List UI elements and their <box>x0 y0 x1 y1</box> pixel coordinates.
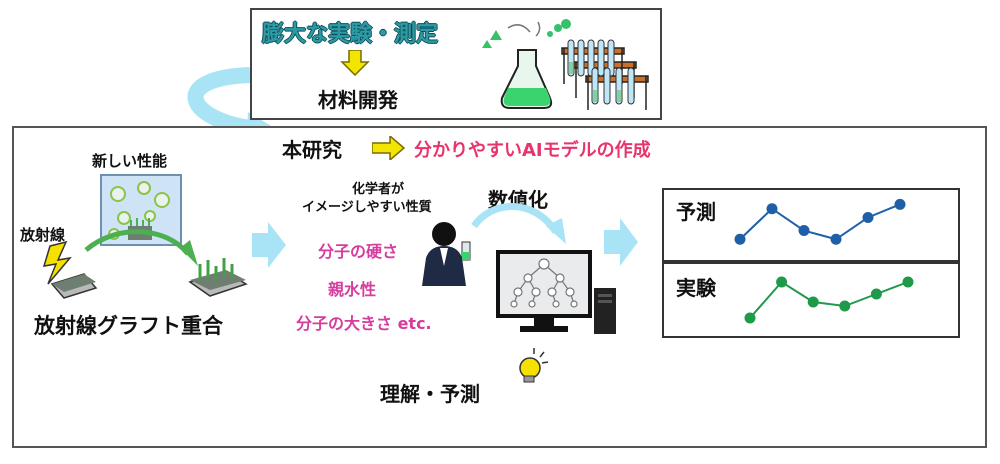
experiment-data-point <box>744 312 756 324</box>
chemist-icon <box>422 222 471 286</box>
top-result: 材料開発 <box>318 88 398 112</box>
research-goal: 分かりやすいAIモデルの作成 <box>414 140 651 161</box>
property-3: 分子の大きさ etc. <box>296 314 432 333</box>
predict-data-point <box>894 198 906 210</box>
predict-data-point <box>798 225 810 237</box>
top-curve-arrow <box>187 67 252 136</box>
experiment-series-line <box>749 280 909 319</box>
radiation-label: 放射線 <box>20 226 66 244</box>
predict-title: 予測 <box>676 200 716 224</box>
predict-data-point <box>830 233 842 245</box>
property-2: 親水性 <box>328 280 377 299</box>
experiment-data-point <box>807 296 819 308</box>
down-arrow-icon <box>340 50 370 76</box>
block-arrow-1 <box>252 222 286 268</box>
research-label: 本研究 <box>282 138 342 162</box>
chemist-label-line2: イメージしやすい性質 <box>302 200 432 215</box>
lightbulb-icon <box>519 348 549 383</box>
grafted-surface-icon <box>188 258 248 297</box>
understand-predict-label: 理解・予測 <box>380 382 480 406</box>
property-1: 分子の硬さ <box>318 242 399 261</box>
predict-data-point <box>734 233 746 245</box>
experiment-data-point <box>902 276 914 288</box>
computer-icon <box>496 250 616 334</box>
experiment-data-point <box>839 300 851 312</box>
chemist-label-line1: 化学者が <box>351 182 404 197</box>
predict-plot <box>662 188 960 262</box>
predict-series-line <box>739 203 901 241</box>
new-performance-label: 新しい性能 <box>92 152 168 170</box>
top-title: 膨大な実験・測定 <box>262 22 439 47</box>
predict-data-point <box>766 203 778 215</box>
green-flow-arrow <box>84 229 198 266</box>
experiment-data-point <box>776 276 788 288</box>
right-arrow-icon <box>372 136 406 160</box>
block-arrow-2 <box>604 218 638 266</box>
experiment-data-point <box>870 288 882 300</box>
experiment-title: 実験 <box>676 276 716 300</box>
lightning-icon <box>42 240 98 299</box>
digitize-arrow <box>471 203 566 244</box>
predict-data-point <box>862 211 874 223</box>
graft-label: 放射線グラフト重合 <box>34 314 223 338</box>
lab-equipment-icon <box>482 19 649 110</box>
